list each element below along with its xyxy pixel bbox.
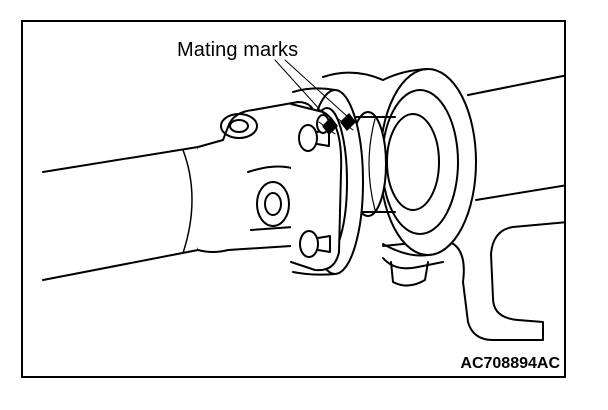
- center-bearing: [322, 68, 477, 257]
- figure-code: AC708894AC: [460, 355, 560, 372]
- mating-marks-label: Mating marks: [177, 39, 299, 61]
- callout-leader-lines: [274, 59, 350, 123]
- rear-shaft-tube: [467, 74, 564, 201]
- flange-yoke-plate: [290, 103, 343, 272]
- mating-mark-icon: [318, 113, 356, 135]
- bolt-icon: [299, 230, 331, 258]
- driveshaft-illustration: [42, 59, 564, 341]
- center-bearing-bracket: [382, 221, 564, 341]
- bolt-icon: [298, 124, 330, 152]
- propeller-shaft-tube: [42, 146, 209, 281]
- figure-frame: Mating marks AC708894AC: [21, 20, 566, 378]
